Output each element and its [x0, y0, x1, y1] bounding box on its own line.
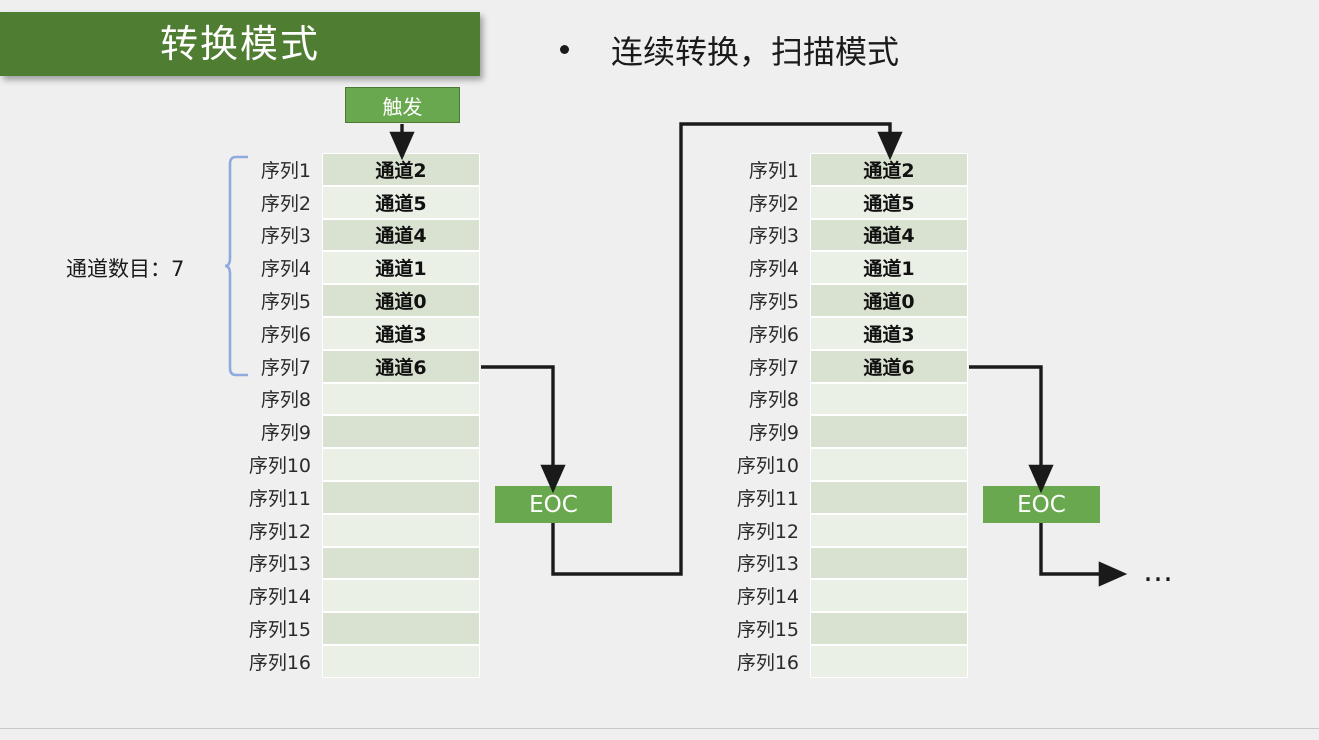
table-row	[322, 480, 480, 514]
table-row: 通道3	[322, 316, 480, 350]
channel-count-label: 通道数目：7	[66, 257, 185, 281]
table-row: 通道1	[810, 251, 968, 285]
sequence-label: 序列7	[260, 356, 311, 379]
channel-count-brace-icon	[224, 155, 248, 377]
table-row	[810, 480, 968, 514]
table-row	[810, 382, 968, 416]
sequence-label: 序列11	[248, 487, 311, 510]
table-row	[810, 513, 968, 547]
channel-table-cycle-1: 通道2 通道5 通道4 通道1 通道0 通道3 通道6	[322, 153, 480, 678]
sequence-label: 序列13	[736, 553, 799, 576]
sequence-label: 序列2	[260, 192, 311, 215]
table-row: 通道0	[322, 284, 480, 317]
sequence-label-column-right: 序列1 序列2 序列3 序列4 序列5 序列6 序列7 序列8 序列9 序列10…	[716, 153, 806, 678]
sequence-label: 序列15	[736, 619, 799, 642]
table-row	[810, 415, 968, 449]
bullet-item: 连续转换，扫描模式	[560, 22, 1160, 77]
sequence-label: 序列3	[748, 225, 799, 248]
sequence-label: 序列10	[248, 455, 311, 478]
sequence-label: 序列9	[748, 422, 799, 445]
trigger-box: 触发	[345, 87, 460, 123]
table-row: 通道3	[810, 316, 968, 350]
sequence-label: 序列5	[260, 291, 311, 314]
sequence-label: 序列7	[748, 356, 799, 379]
table-row	[322, 415, 480, 449]
sequence-label: 序列14	[248, 586, 311, 609]
table-row	[322, 644, 480, 678]
bullet-dot-icon	[560, 45, 569, 54]
eoc-label: EOC	[1017, 491, 1066, 518]
table-row	[322, 546, 480, 580]
sequence-label: 序列16	[248, 651, 311, 674]
sequence-label: 序列5	[748, 291, 799, 314]
table-row: 通道6	[322, 349, 480, 383]
trigger-label: 触发	[382, 94, 423, 119]
bullet-text: 连续转换，扫描模式	[611, 32, 900, 71]
table-row	[322, 579, 480, 613]
table-row	[810, 546, 968, 580]
arrow-row7-to-eoc1	[481, 365, 566, 494]
table-row	[810, 448, 968, 481]
sequence-label: 序列2	[748, 192, 799, 215]
sequence-label: 序列3	[260, 225, 311, 248]
table-row	[322, 448, 480, 481]
table-row: 通道5	[322, 185, 480, 219]
sequence-label: 序列4	[748, 258, 799, 281]
sequence-label: 序列13	[248, 553, 311, 576]
sequence-label: 序列1	[260, 159, 311, 182]
table-row	[810, 644, 968, 678]
table-row: 通道1	[322, 251, 480, 285]
table-row: 通道4	[322, 218, 480, 252]
sequence-label: 序列10	[736, 455, 799, 478]
sequence-label: 序列1	[748, 159, 799, 182]
continuation-ellipsis: …	[1143, 554, 1177, 589]
page-title: 转换模式	[159, 22, 320, 66]
table-row: 通道0	[810, 284, 968, 317]
channel-table-cycle-2: 通道2 通道5 通道4 通道1 通道0 通道3 通道6	[810, 153, 968, 678]
sequence-label: 序列8	[748, 389, 799, 412]
table-row	[322, 513, 480, 547]
eoc-box-cycle-2: EOC	[983, 486, 1100, 523]
sequence-label: 序列11	[736, 487, 799, 510]
table-row	[810, 579, 968, 613]
table-row: 通道2	[322, 153, 480, 186]
sequence-label: 序列9	[260, 422, 311, 445]
table-row	[810, 612, 968, 645]
table-row: 通道2	[810, 153, 968, 186]
sequence-label: 序列8	[260, 389, 311, 412]
eoc-label: EOC	[529, 491, 578, 518]
table-row: 通道6	[810, 349, 968, 383]
sequence-label: 序列12	[736, 520, 799, 543]
sequence-label: 序列6	[260, 323, 311, 346]
sequence-label: 序列15	[248, 619, 311, 642]
table-row: 通道5	[810, 185, 968, 219]
sequence-label: 序列4	[260, 258, 311, 281]
sequence-label: 序列14	[736, 586, 799, 609]
eoc-box-cycle-1: EOC	[495, 486, 612, 523]
table-row: 通道4	[810, 218, 968, 252]
table-row	[322, 382, 480, 416]
sequence-label-column-left: 序列1 序列2 序列3 序列4 序列5 序列6 序列7 序列8 序列9 序列10…	[228, 153, 318, 678]
sequence-label: 序列6	[748, 323, 799, 346]
arrow-row7-to-eoc2	[969, 365, 1054, 494]
slide-title-banner: 转换模式	[0, 12, 480, 76]
arrow-eoc2-to-continuation	[1039, 523, 1128, 587]
sequence-label: 序列16	[736, 651, 799, 674]
sequence-label: 序列12	[248, 520, 311, 543]
table-row	[322, 612, 480, 645]
